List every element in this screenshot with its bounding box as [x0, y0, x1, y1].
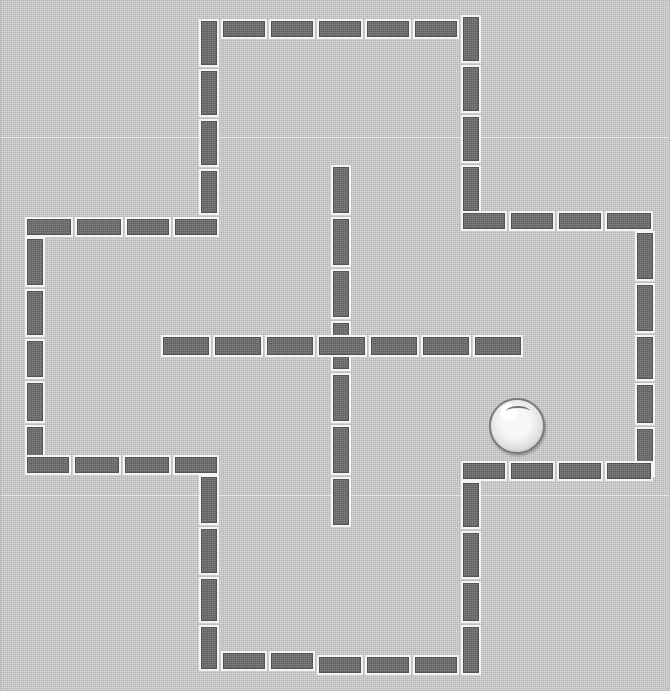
maze-wall-block — [199, 19, 219, 67]
maze-wall-block — [635, 335, 655, 381]
maze-wall-block — [123, 455, 171, 475]
maze-wall-block — [331, 165, 351, 215]
maze-wall-block — [461, 65, 481, 113]
maze-wall-block — [605, 461, 653, 481]
maze-wall-block — [461, 461, 507, 481]
maze-wall-block — [317, 335, 367, 357]
rolling-ball[interactable] — [489, 398, 545, 454]
maze-wall-block — [25, 381, 45, 423]
maze-wall-block — [365, 19, 411, 39]
maze-wall-block — [221, 651, 267, 671]
maze-wall-block — [509, 461, 555, 481]
maze-wall-block — [331, 373, 351, 423]
maze-wall-block — [199, 475, 219, 525]
maze-wall-block — [25, 339, 45, 379]
maze-wall-block — [25, 237, 45, 287]
maze-wall-block — [413, 655, 459, 675]
maze-wall-block — [413, 19, 459, 39]
maze-wall-block — [557, 211, 603, 231]
maze-wall-block — [199, 119, 219, 167]
maze-wall-block — [199, 69, 219, 117]
maze-wall-block — [605, 211, 653, 231]
maze-wall-block — [25, 455, 71, 475]
maze-wall-block — [269, 19, 315, 39]
maze-wall-block — [461, 165, 481, 213]
maze-wall-block — [73, 455, 121, 475]
maze-wall-block — [421, 335, 471, 357]
maze-wall-block — [331, 477, 351, 527]
maze-wall-block — [317, 655, 363, 675]
maze-wall-block — [461, 211, 507, 231]
maze-wall-block — [461, 531, 481, 579]
maze-wall-block — [199, 577, 219, 623]
maze-wall-block — [221, 19, 267, 39]
maze-wall-block — [331, 217, 351, 267]
maze-wall-block — [199, 625, 219, 671]
maze-wall-block — [461, 15, 481, 63]
board-track-line — [1, 137, 669, 138]
maze-wall-block — [461, 581, 481, 623]
maze-wall-block — [473, 335, 523, 357]
maze-wall-block — [161, 335, 211, 357]
maze-wall-block — [635, 283, 655, 333]
maze-wall-block — [317, 19, 363, 39]
maze-wall-block — [461, 115, 481, 163]
maze-wall-block — [509, 211, 555, 231]
maze-wall-block — [25, 289, 45, 337]
maze-wall-block — [461, 481, 481, 529]
maze-wall-block — [369, 335, 419, 357]
maze-wall-block — [365, 655, 411, 675]
maze-wall-block — [265, 335, 315, 357]
maze-wall-block — [635, 231, 655, 281]
maze-wall-block — [75, 217, 123, 237]
maze-wall-block — [125, 217, 171, 237]
maze-wall-block — [213, 335, 263, 357]
maze-wall-block — [461, 625, 481, 675]
maze-wall-block — [173, 217, 219, 237]
maze-wall-block — [331, 269, 351, 319]
maze-wall-block — [173, 455, 219, 475]
maze-wall-block — [635, 383, 655, 425]
maze-wall-block — [199, 527, 219, 575]
maze-wall-block — [199, 169, 219, 215]
maze-wall-block — [557, 461, 603, 481]
maze-wall-block — [331, 425, 351, 475]
maze-wall-block — [269, 651, 315, 671]
maze-wall-block — [25, 217, 73, 237]
